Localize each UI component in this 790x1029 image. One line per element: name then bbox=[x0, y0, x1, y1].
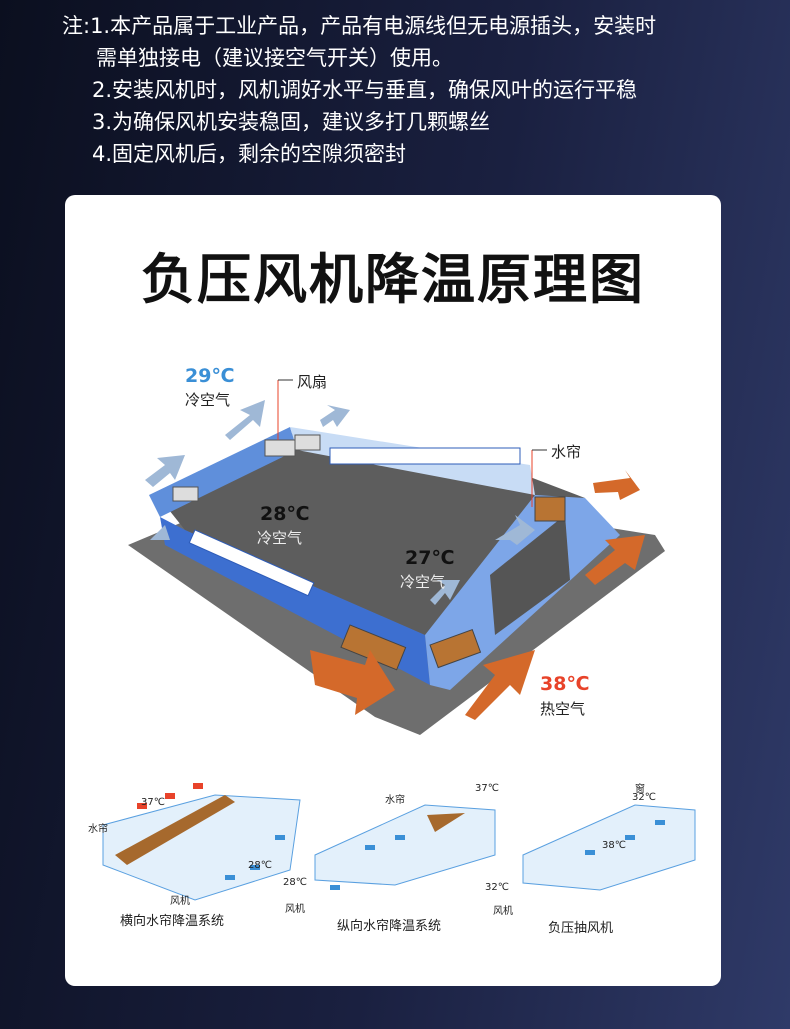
s2-cool: 28℃ bbox=[283, 877, 307, 888]
small-diagrams bbox=[102, 783, 696, 901]
s3-caption: 负压抽风机 bbox=[548, 921, 614, 936]
s2-fan: 风机 bbox=[285, 904, 305, 915]
horizontal-curtain-diagram bbox=[102, 783, 301, 901]
s3-window-temp: 32℃ bbox=[632, 792, 656, 803]
temp-27: 27℃ bbox=[405, 547, 455, 569]
s2-hot: 37℃ bbox=[475, 783, 499, 794]
temp-28-label: 冷空气 bbox=[257, 529, 303, 547]
s1-cool: 28℃ bbox=[248, 860, 272, 871]
note-1: 注:1.本产品属于工业产品，产品有电源线但无电源插头，安装时 bbox=[62, 14, 657, 38]
s2-curtain: 水帘 bbox=[385, 795, 405, 806]
cold-air-arrows bbox=[145, 400, 535, 605]
windows bbox=[188, 447, 521, 597]
exhaust-fans bbox=[172, 434, 321, 502]
card-title: 负压风机降温原理图 bbox=[141, 248, 645, 311]
installation-notes: 注:1.本产品属于工业产品，产品有电源线但无电源插头，安装时 需单独接电（建议接… bbox=[62, 10, 656, 170]
s1-fan: 风机 bbox=[170, 896, 190, 907]
hot-air-arrows bbox=[310, 470, 645, 720]
big-door bbox=[490, 515, 570, 635]
s3-fan: 风机 bbox=[493, 906, 513, 917]
s3-inside-temp: 38℃ bbox=[602, 840, 626, 851]
negative-pressure-fan-diagram bbox=[522, 804, 696, 891]
temp-29: 29℃ bbox=[185, 365, 235, 387]
temp-29-label: 冷空气 bbox=[185, 391, 231, 409]
note-1-cont: 需单独接电（建议接空气开关）使用。 bbox=[96, 46, 453, 70]
note-2: 2.安装风机时，风机调好水平与垂直，确保风叶的运行平稳 bbox=[92, 78, 638, 102]
s2-caption: 纵向水帘降温系统 bbox=[337, 919, 442, 934]
s1-hot: 37℃ bbox=[141, 797, 165, 808]
s3-out-temp: 32℃ bbox=[485, 882, 509, 893]
temp-27-label: 冷空气 bbox=[400, 573, 446, 591]
s1-caption: 横向水帘降温系统 bbox=[120, 914, 225, 929]
s3-window: 窗 bbox=[635, 784, 645, 795]
temp-28: 28℃ bbox=[260, 503, 310, 525]
warehouse-illustration bbox=[128, 379, 665, 735]
note-3: 3.为确保风机安装稳固，建议多打几颗螺丝 bbox=[92, 110, 491, 134]
s1-curtain: 水帘 bbox=[88, 824, 108, 835]
temp-38-label: 热空气 bbox=[540, 700, 586, 718]
principle-card: 负压风机降温原理图 bbox=[65, 195, 721, 986]
curtain-label: 水帘 bbox=[551, 443, 582, 461]
water-curtains bbox=[340, 496, 566, 671]
note-4: 4.固定风机后，剩余的空隙须密封 bbox=[92, 142, 407, 166]
fan-label: 风扇 bbox=[297, 373, 328, 391]
temp-38: 38℃ bbox=[540, 673, 590, 695]
longitudinal-curtain-diagram bbox=[314, 804, 496, 890]
